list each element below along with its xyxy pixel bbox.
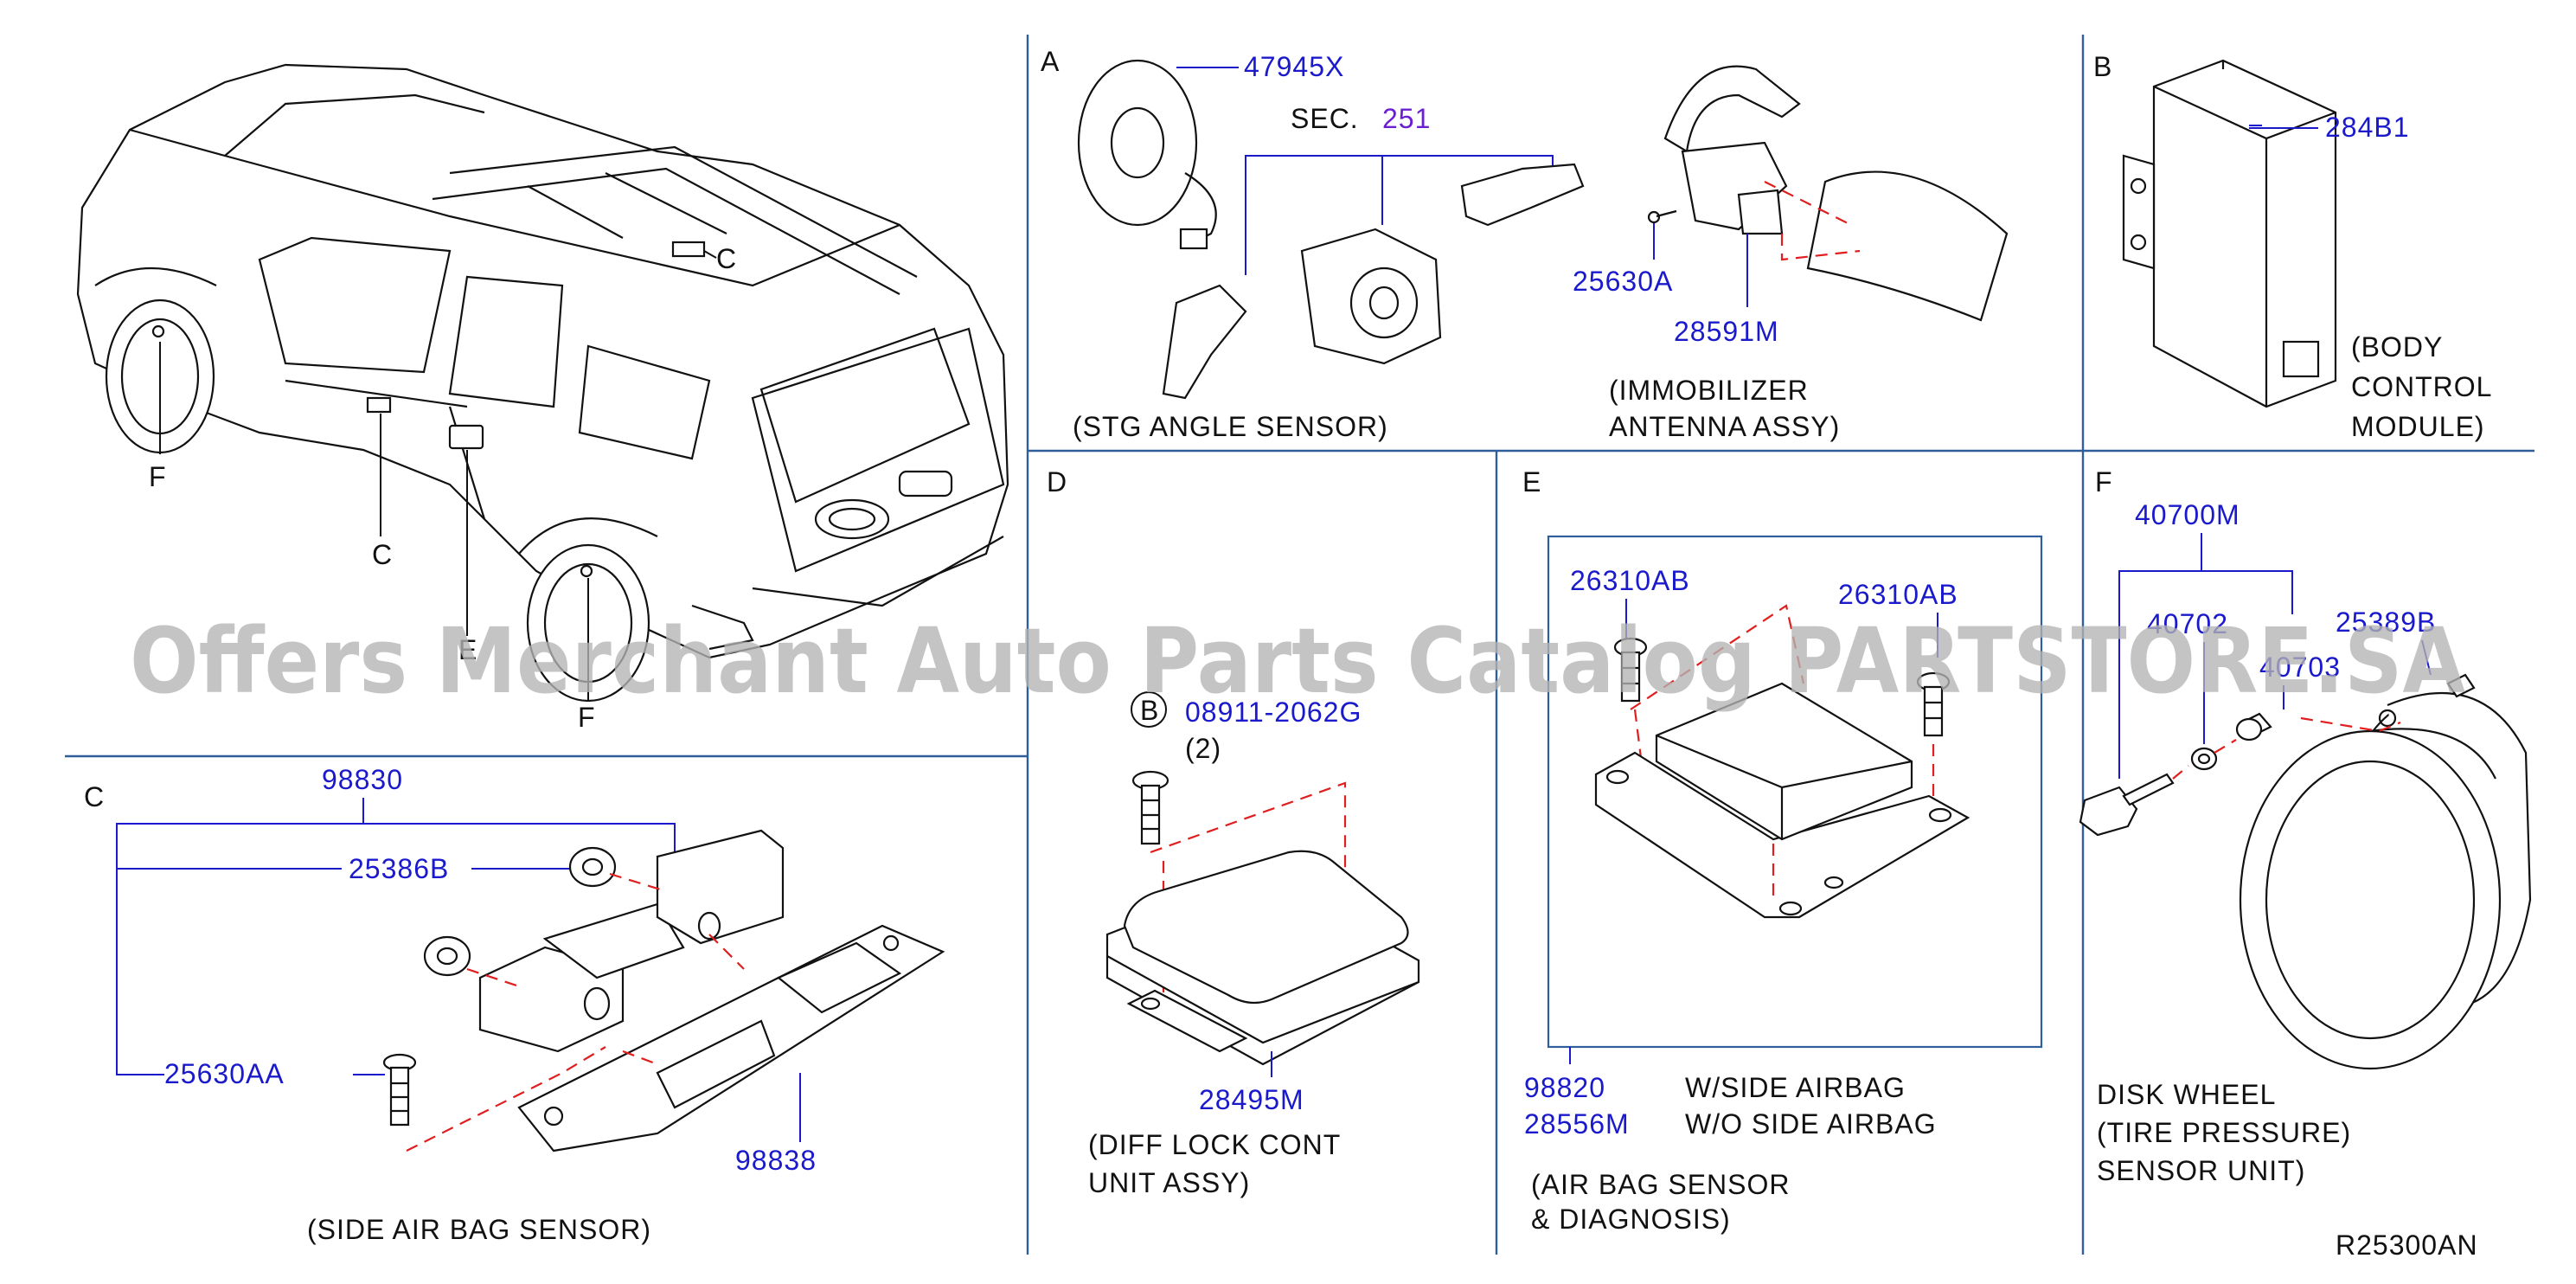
diff-lock-control-unit [1105, 770, 1420, 1066]
watermark-text: Offers Merchant Auto Parts Catalog PARTS… [130, 608, 2465, 714]
part-26310ab-left: 26310AB [1570, 565, 1690, 596]
section-d: D B 08911-2062G (2) 28495M (DIFF LOCK CO… [1047, 466, 1420, 1198]
callout-f-front: F [149, 461, 167, 492]
air-bag-diagnosis-sensor [1594, 604, 1970, 919]
vehicle-illustration [76, 63, 1009, 703]
part-40700m: 40700M [2135, 499, 2240, 530]
part-98830: 98830 [322, 764, 403, 795]
part-08911-2062g: 08911-2062G [1185, 697, 1362, 728]
callout-c-door: C [372, 539, 393, 570]
part-28556m: 28556M [1524, 1108, 1630, 1140]
section-d-letter: D [1047, 466, 1067, 498]
caption-bcm-2: CONTROL [2351, 371, 2492, 402]
sec-prefix: SEC. [1291, 103, 1359, 134]
callout-c-roof: C [716, 243, 737, 274]
caption-tpms-1: DISK WHEEL [2097, 1079, 2276, 1110]
part-26310ab-right: 26310AB [1838, 579, 1958, 610]
variant-w-side-airbag: W/SIDE AIRBAG [1685, 1072, 1906, 1103]
immobilizer-antenna [1647, 65, 2009, 322]
callout-e-floor: E [458, 634, 477, 665]
caption-stg-angle-sensor: (STG ANGLE SENSOR) [1073, 411, 1388, 442]
bolt-qty: (2) [1185, 733, 1221, 764]
callout-f-rear: F [578, 702, 596, 733]
part-98820: 98820 [1524, 1072, 1605, 1103]
sec-251-ref: 251 [1382, 103, 1431, 134]
section-e: E 26310AB 26310AB [1522, 466, 2043, 1235]
caption-tpms-2: (TIRE PRESSURE) [2097, 1117, 2351, 1148]
bolt-ref-circle [1131, 691, 1167, 728]
caption-diff-lock-1: (DIFF LOCK CONT [1088, 1129, 1341, 1160]
caption-bcm-1: (BODY [2351, 331, 2443, 363]
caption-tpms-3: SENSOR UNIT) [2097, 1155, 2305, 1186]
section-c-letter: C [84, 781, 105, 812]
part-40703: 40703 [2259, 652, 2341, 683]
caption-immobilizer-2: ANTENNA ASSY) [1609, 411, 1840, 442]
caption-air-bag-sensor-2: & DIAGNOSIS) [1531, 1204, 1731, 1235]
side-air-bag-sensor [382, 829, 945, 1152]
part-28495m: 28495M [1199, 1084, 1304, 1115]
part-25386b: 25386B [349, 853, 449, 884]
variant-wo-side-airbag: W/O SIDE AIRBAG [1685, 1108, 1937, 1140]
section-e-letter: E [1522, 466, 1541, 498]
diagram-code: R25300AN [2336, 1229, 2478, 1261]
part-25630aa: 25630AA [164, 1058, 285, 1089]
section-b-letter: B [2093, 51, 2112, 82]
section-c: C 98830 25386B 25630AA 98838 [84, 764, 945, 1245]
body-control-module [2122, 59, 2337, 408]
section-f-letter: F [2095, 466, 2113, 498]
combination-switch [1162, 163, 1585, 400]
air-bag-unit-frame [1547, 535, 2043, 1049]
part-28591m: 28591M [1674, 316, 1779, 347]
caption-immobilizer-1: (IMMOBILIZER [1609, 375, 1809, 406]
tire-pressure-sensor [2079, 673, 2532, 1070]
part-47945x: 47945X [1244, 51, 1344, 82]
section-f: F 40700M 40702 40703 25389B [2079, 466, 2532, 1186]
caption-diff-lock-2: UNIT ASSY) [1088, 1167, 1250, 1198]
panel-dividers [65, 35, 2534, 1255]
part-40702: 40702 [2147, 608, 2228, 639]
section-b: B 284B1 (BODY CONTROL MODULE) [2093, 51, 2492, 442]
part-25389b: 25389B [2336, 607, 2436, 638]
section-a: A 47945X SEC. 251 [1041, 46, 2009, 442]
caption-side-air-bag-sensor: (SIDE AIR BAG SENSOR) [307, 1214, 651, 1245]
bolt-ref-letter: B [1140, 695, 1159, 726]
vehicle-callouts: F C E F C [149, 243, 737, 733]
part-98838: 98838 [735, 1145, 817, 1176]
part-284b1: 284B1 [2325, 112, 2410, 143]
steering-angle-sensor [1077, 59, 1217, 250]
section-a-letter: A [1041, 46, 1060, 77]
part-25630a: 25630A [1573, 266, 1673, 297]
caption-bcm-3: MODULE) [2351, 411, 2485, 442]
caption-air-bag-sensor-1: (AIR BAG SENSOR [1531, 1169, 1791, 1200]
